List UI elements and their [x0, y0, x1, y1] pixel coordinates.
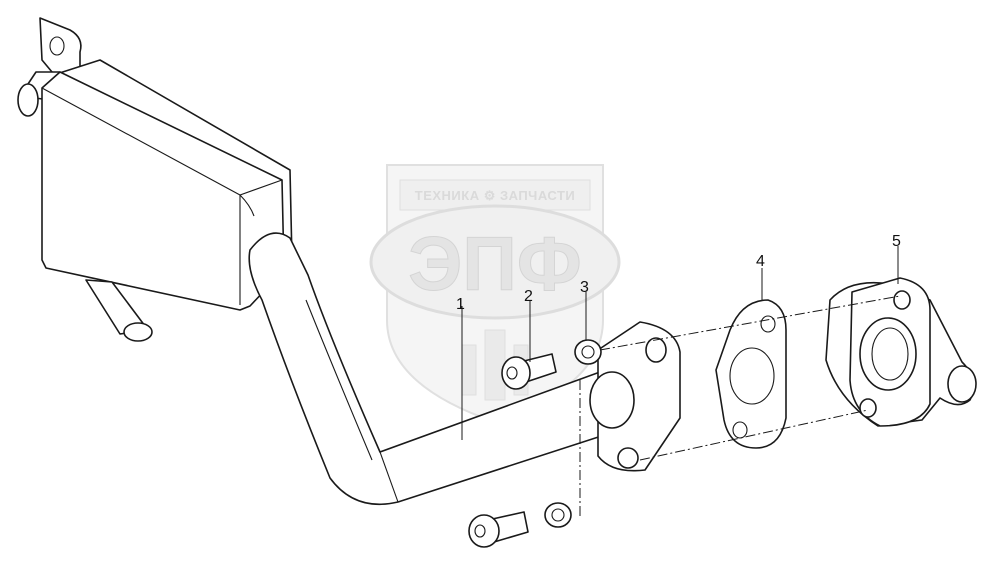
- watermark-band-text: ТЕХНИКА ⚙ ЗАПЧАСТИ: [415, 188, 575, 203]
- assembly-axes: [579, 295, 901, 516]
- callout-2: 2: [524, 288, 533, 305]
- bolt-part-2-upper: [501, 353, 557, 390]
- tank-mounting-hole: [49, 36, 65, 56]
- callout-leaders: [461, 246, 899, 440]
- tank: [17, 17, 293, 342]
- gasket-part-4: [715, 299, 787, 449]
- watermark-logo-text: ЭПФ: [408, 222, 582, 307]
- callout-4: 4: [756, 253, 765, 270]
- washer-part-3-lower: [544, 502, 572, 528]
- pipe-part-1: [248, 232, 681, 506]
- callout-3: 3: [580, 279, 589, 296]
- callout-1: 1: [456, 296, 465, 313]
- tank-body: [41, 71, 285, 311]
- flange-connector-part-5: [825, 277, 977, 427]
- callout-5: 5: [892, 233, 901, 250]
- washer-part-3-upper: [574, 339, 602, 365]
- watermark-logo: ТЕХНИКА ⚙ ЗАПЧАСТИ ЭПФ: [369, 164, 621, 424]
- bolt-part-2-lower: [468, 511, 529, 548]
